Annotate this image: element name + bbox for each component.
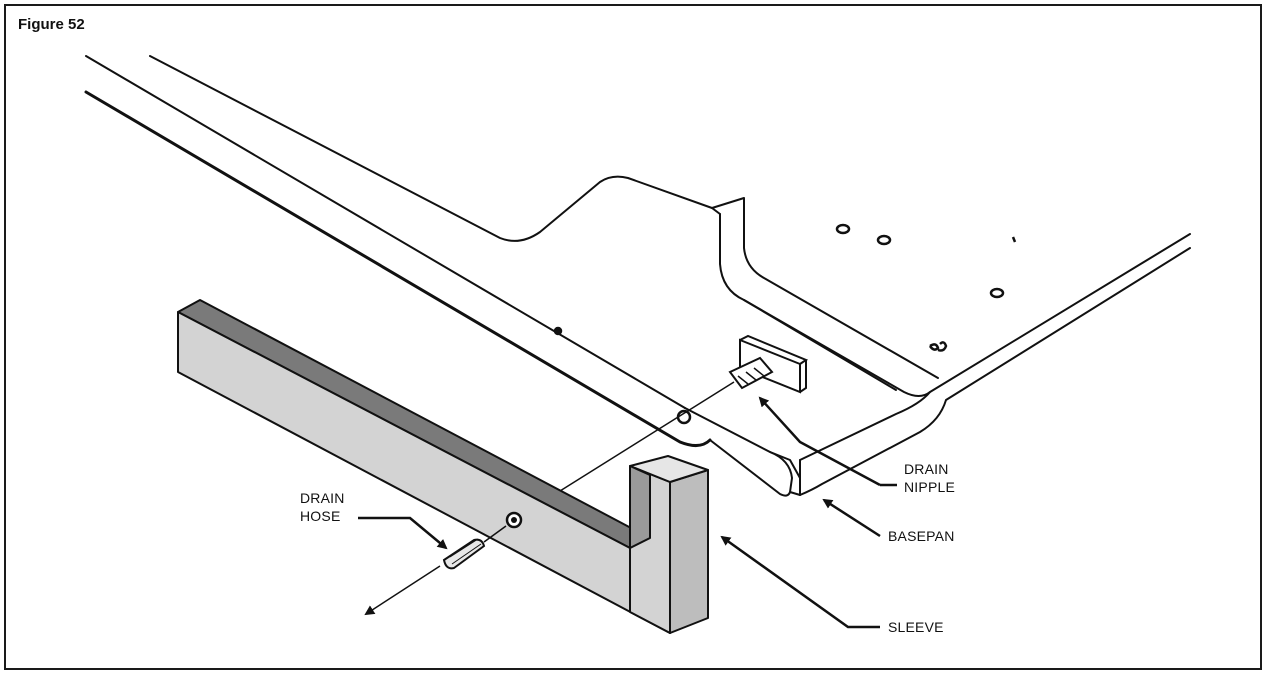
- sleeve-upright-side: [669, 469, 709, 634]
- basepan-top-edge: [149, 55, 713, 242]
- rivet: [553, 326, 563, 336]
- hole: [989, 287, 1005, 299]
- sleeve-top-face: [177, 299, 651, 549]
- callouts: [358, 396, 897, 629]
- sleeve-leader: [720, 535, 880, 629]
- basepan-leader: [822, 498, 881, 538]
- basepan-holes: [553, 223, 1017, 425]
- basepan-flange-top: [711, 207, 721, 215]
- figure-title: Figure 52: [18, 16, 85, 33]
- hole-slot: [1011, 236, 1017, 243]
- sleeve: [177, 299, 709, 634]
- drain-hose-body: [442, 538, 486, 570]
- drain-nipple: [728, 334, 809, 394]
- basepan-inner-floor: [743, 299, 897, 391]
- sleeve-upright-top: [629, 455, 709, 483]
- basepan-rail-lower: [84, 90, 712, 447]
- drain-nipple-leader: [758, 396, 881, 487]
- basepan-front-right-lower: [799, 247, 1191, 496]
- label-drain-nipple-line1: DRAIN: [904, 461, 949, 477]
- alignment-line: [551, 381, 735, 497]
- hole: [835, 223, 851, 235]
- basepan-front-right: [799, 233, 1191, 461]
- label-drain-hose-line2: HOSE: [300, 508, 340, 524]
- drain-nipple-body: [728, 356, 774, 390]
- basepan: [84, 55, 1191, 497]
- label-basepan: BASEPAN: [888, 528, 955, 544]
- hole: [876, 234, 892, 246]
- drain-hose: [364, 525, 507, 616]
- basepan-flange-front: [711, 197, 939, 379]
- drain-hose-leader: [358, 516, 448, 550]
- drain-hose-line: [483, 525, 507, 543]
- sleeve-front-face: [177, 311, 671, 634]
- label-drain-hose-line1: DRAIN: [300, 490, 345, 506]
- basepan-rail-upper: [85, 55, 686, 409]
- basepan-mark: [928, 341, 948, 352]
- label-sleeve: SLEEVE: [888, 619, 944, 635]
- drain-hose-direction-arrow: [364, 565, 441, 616]
- label-drain-nipple-line2: NIPPLE: [904, 479, 955, 495]
